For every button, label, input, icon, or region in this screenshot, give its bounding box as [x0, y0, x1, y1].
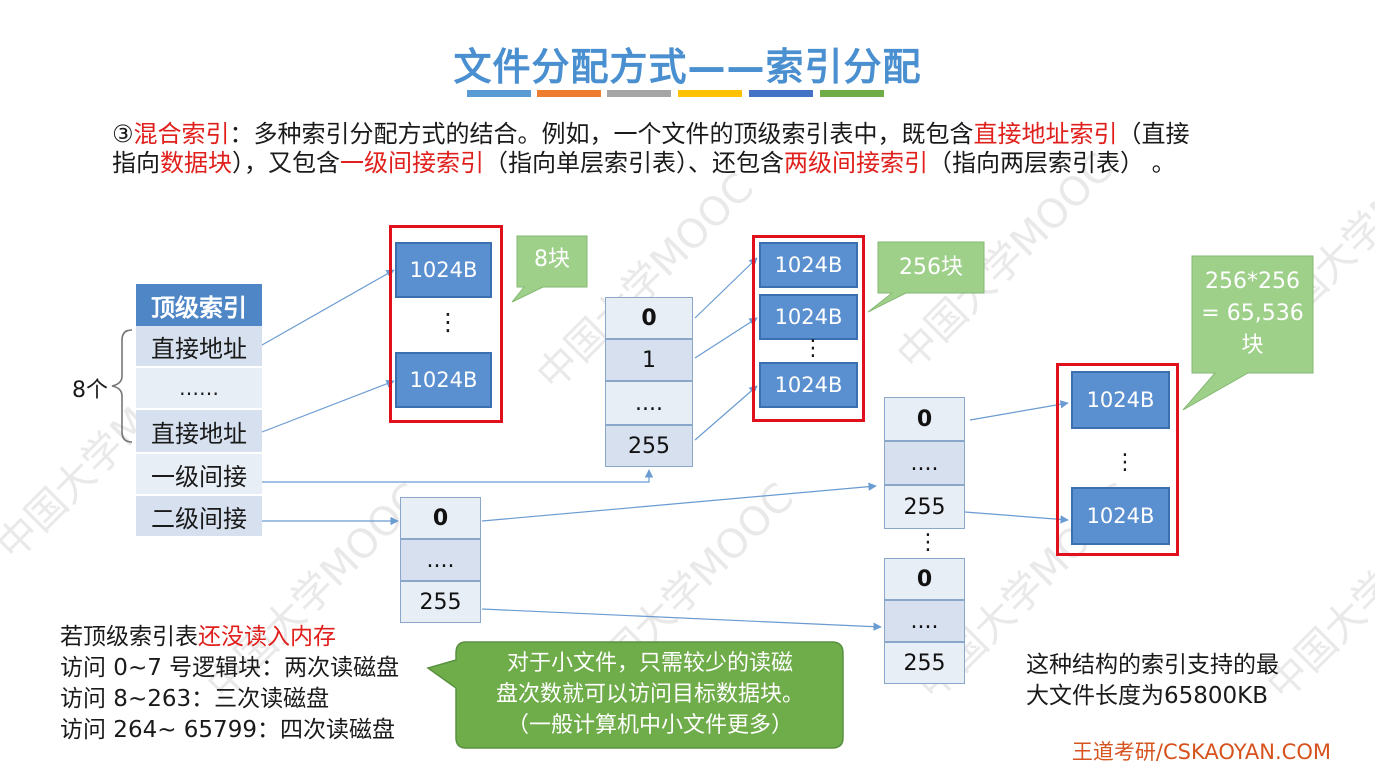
term-data-block: 数据块 — [160, 149, 232, 177]
arrow-single-indirect — [262, 469, 654, 483]
top-index-row-direct-last: 直接地址 — [136, 410, 262, 454]
intro-text: 指向 — [112, 149, 160, 177]
double-block-last: 1024B — [1071, 487, 1170, 545]
double-first-table-row: .... — [400, 539, 481, 581]
double-second-table-b-row: 255 — [884, 642, 965, 684]
color-bar — [607, 90, 671, 97]
disk-read-notes: 若顶级索引表还没读入内存 访问 0~7 号逻辑块：两次读磁盘 访问 8~263：… — [60, 622, 399, 746]
intro-text: （指向单层索引表）、还包含 — [484, 149, 784, 177]
term-direct-index: 直接地址索引 — [973, 120, 1118, 148]
color-bar — [820, 90, 884, 97]
double-blocks-box — [1056, 363, 1179, 556]
single-blocks-ellipsis: ⋮ — [802, 336, 824, 361]
note-highlight: 还没读入内存 — [198, 624, 336, 650]
callout-8-blocks-shape — [511, 235, 588, 303]
max-file-size-note: 这种结构的索引支持的最 大文件长度为65800KB — [1026, 650, 1279, 712]
double-blocks-ellipsis: ⋮ — [1114, 450, 1136, 475]
direct-blocks-ellipsis: ⋮ — [436, 308, 460, 336]
arrow-double-255 — [481, 608, 882, 631]
top-index-row-single-indirect: 一级间接 — [136, 454, 262, 496]
double-second-table-b-row: 0 — [884, 558, 965, 600]
direct-block-first: 1024B — [395, 242, 492, 298]
intro-paragraph: ③混合索引：多种索引分配方式的结合。例如，一个文件的顶级索引表中，既包含直接地址… — [112, 120, 1312, 178]
intro-marker: ③ — [112, 120, 134, 148]
color-bar — [678, 90, 742, 97]
term-double-indirect: 两级间接索引 — [784, 149, 928, 177]
top-index-row-direct-first: 直接地址 — [136, 326, 262, 368]
single-table-row: .... — [605, 381, 693, 425]
brace — [111, 329, 133, 443]
callout-65536-blocks: 256*256 = 65,536 块 — [1192, 266, 1313, 362]
arrow-single-255 — [694, 385, 758, 441]
arrow-second-255 — [964, 511, 1069, 524]
double-between-ellipsis: ⋮ — [917, 530, 939, 555]
callout-line: 对于小文件，只需较少的读磁 — [506, 651, 793, 676]
double-second-table-a-row: .... — [884, 441, 965, 485]
double-first-table-row: 0 — [400, 497, 481, 539]
arrow-single-0 — [694, 257, 758, 319]
term-single-indirect: 一级间接索引 — [340, 149, 484, 177]
single-table-row: 0 — [605, 297, 693, 339]
callout-line: = 65,536 — [1201, 301, 1304, 326]
callout-small-file-shape — [426, 641, 844, 749]
term-mixed-index: 混合索引 — [133, 120, 230, 148]
brace-label: 8个 — [72, 378, 108, 403]
color-bar — [537, 90, 601, 97]
direct-blocks-box — [389, 225, 503, 423]
single-block: 1024B — [759, 362, 858, 408]
single-blocks-box — [752, 235, 865, 422]
callout-256-blocks: 256块 — [899, 255, 963, 280]
double-second-table-a-row: 0 — [884, 397, 965, 441]
note-line: 大文件长度为65800KB — [1026, 683, 1269, 709]
note-line: 这种结构的索引支持的最 — [1026, 652, 1279, 678]
top-index-row-double-indirect: 二级间接 — [136, 496, 262, 538]
arrow-double-0 — [481, 482, 877, 522]
note-line: 访问 8~263：三次读磁盘 — [60, 686, 330, 712]
callout-line: 块 — [1241, 333, 1264, 358]
single-block: 1024B — [759, 294, 858, 340]
brand-logo-text: 王道考研/CSKAOYAN.COM — [1071, 740, 1331, 764]
top-index-header: 顶级索引 — [136, 284, 262, 326]
note-line: 访问 0~7 号逻辑块：两次读磁盘 — [60, 655, 400, 681]
color-bar — [467, 90, 531, 97]
callout-line: （一般计算机中小文件更多） — [506, 713, 793, 738]
top-index-row-ellipsis: …… — [136, 368, 262, 410]
arrow-direct-1 — [261, 269, 395, 346]
callout-256-blocks-shape — [867, 241, 985, 313]
intro-line-1: ③混合索引：多种索引分配方式的结合。例如，一个文件的顶级索引表中，既包含直接地址… — [112, 120, 1312, 149]
callout-65536-blocks-shape — [1182, 255, 1314, 411]
intro-text: （指向两层索引表） 。 — [928, 149, 1176, 177]
callout-line: 盘次数就可以访问目标数据块。 — [495, 682, 804, 707]
callout-8-blocks: 8块 — [534, 247, 570, 272]
page-title: 文件分配方式——索引分配 — [453, 45, 922, 89]
arrow-direct-2 — [261, 379, 395, 433]
note-text: 若顶级索引表 — [60, 624, 198, 650]
callout-small-file: 对于小文件，只需较少的读磁 盘次数就可以访问目标数据块。 （一般计算机中小文件更… — [458, 648, 842, 741]
arrow-single-1 — [694, 317, 758, 359]
intro-line-2: 指向数据块），又包含一级间接索引（指向单层索引表）、还包含两级间接索引（指向两层… — [112, 149, 1312, 178]
double-second-table-b-row: .... — [884, 600, 965, 642]
single-block: 1024B — [759, 242, 858, 288]
intro-text: ：多种索引分配方式的结合。例如，一个文件的顶级索引表中，既包含 — [229, 120, 974, 148]
note-line: 若顶级索引表还没读入内存 — [60, 622, 399, 653]
color-bar — [749, 90, 813, 97]
direct-block-last: 1024B — [395, 352, 492, 408]
callout-line: 256*256 — [1205, 269, 1300, 294]
arrow-second-0 — [969, 400, 1069, 421]
intro-text: ），又包含 — [232, 149, 340, 177]
intro-text: （直接 — [1117, 120, 1190, 148]
double-first-table-row: 255 — [400, 581, 481, 623]
note-line: 访问 264~ 65799：四次读磁盘 — [60, 717, 395, 743]
double-block-first: 1024B — [1071, 371, 1170, 429]
single-table-row: 255 — [605, 425, 693, 467]
single-table-row: 1 — [605, 339, 693, 381]
double-second-table-a-row: 255 — [884, 485, 965, 529]
